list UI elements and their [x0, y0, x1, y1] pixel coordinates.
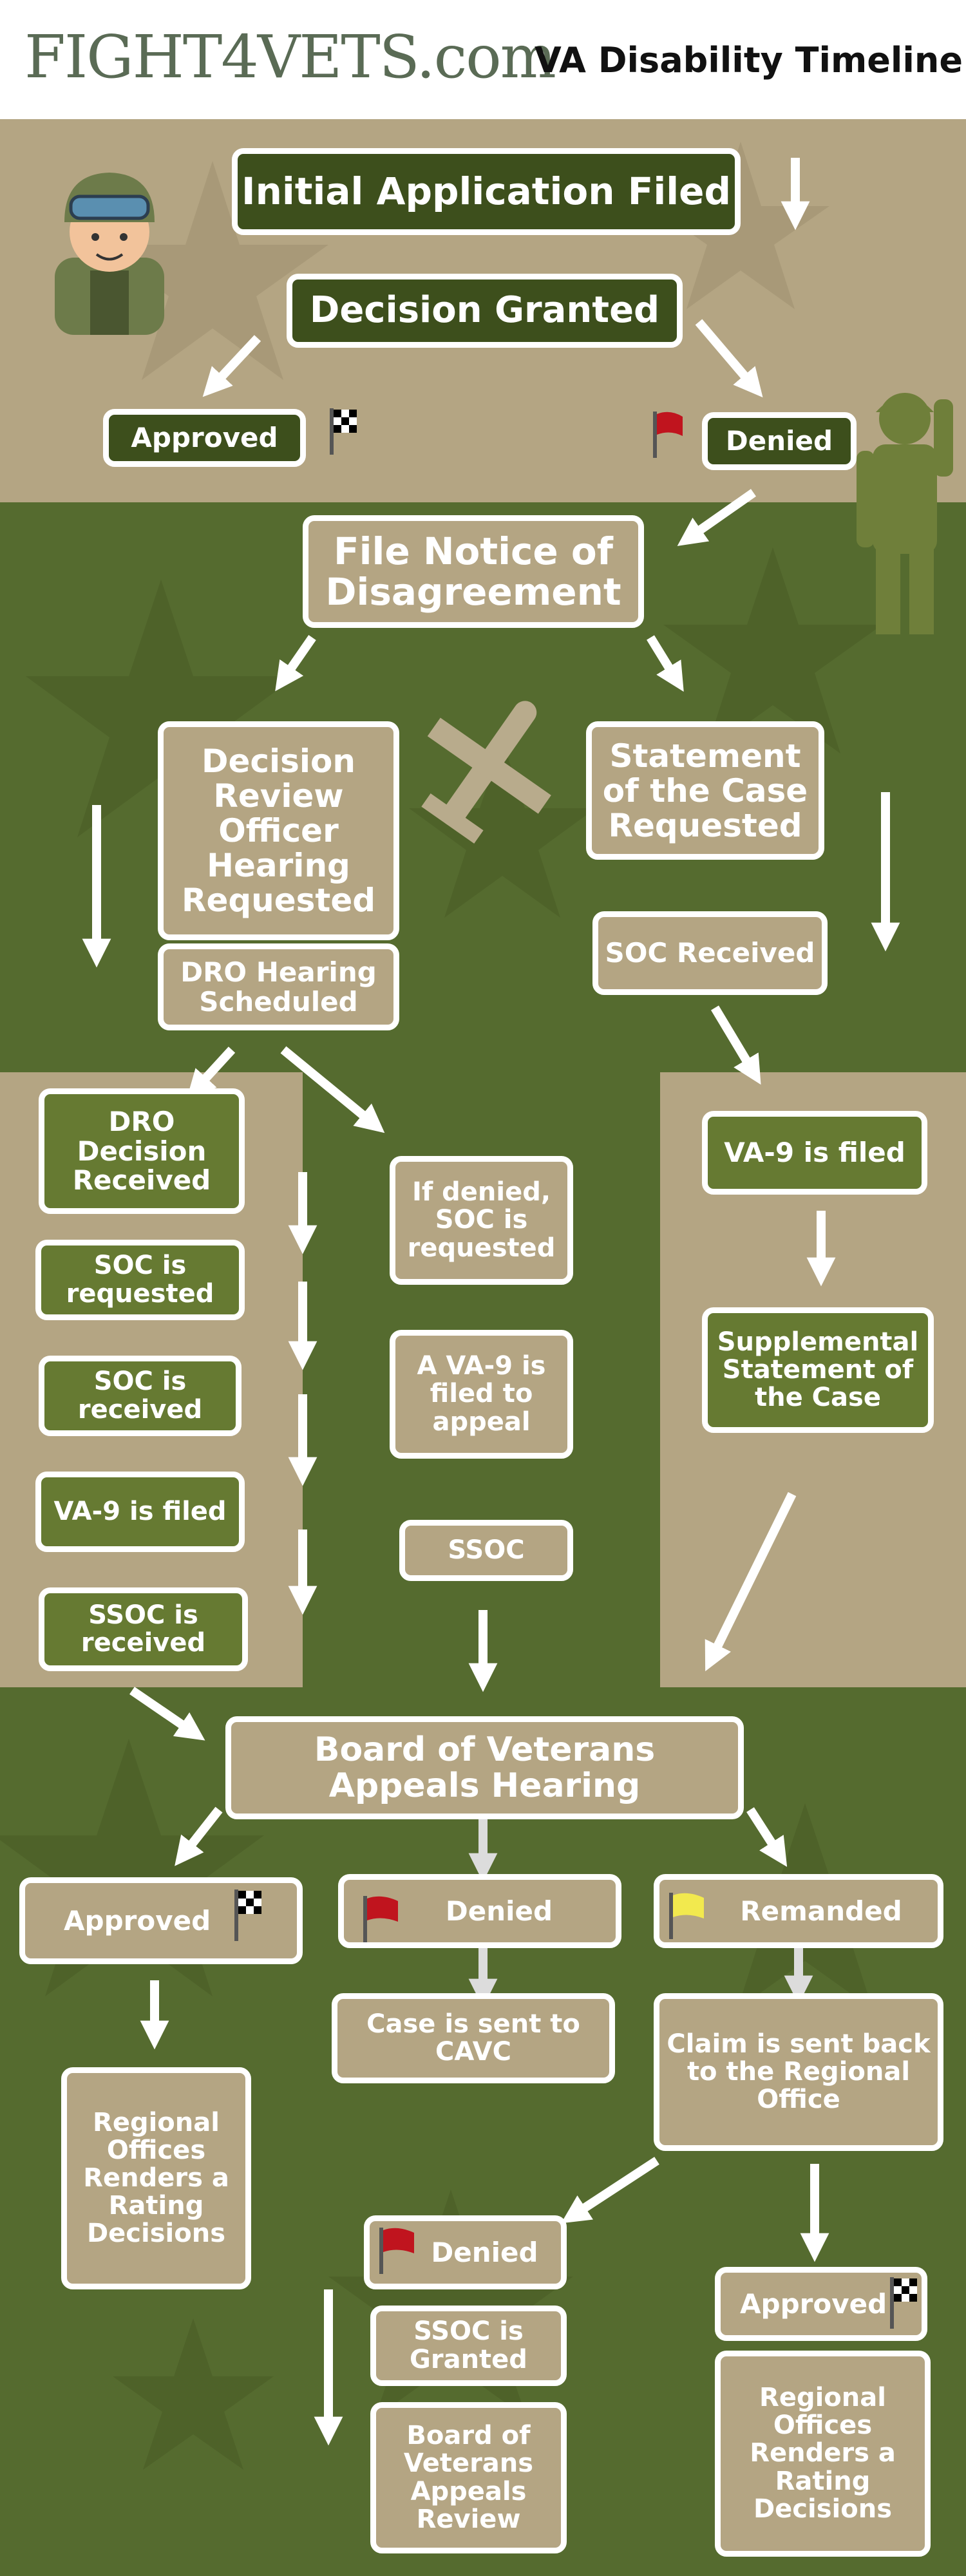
- regional-office-right-box: Regional Offices Renders a Rating Decisi…: [715, 2351, 931, 2557]
- soc-received-main-label: SOC Received: [605, 937, 815, 969]
- case-to-cavc-box: Case is sent to CAVC: [332, 1993, 615, 2083]
- right-va9-filed-label: VA-9 is filed: [724, 1137, 905, 1169]
- left-ssoc-received-label: SSOC is received: [80, 1600, 206, 1658]
- ssoc-granted-label: SSOC is Granted: [410, 2316, 527, 2374]
- right-va9-filed-box: VA-9 is filed: [702, 1111, 927, 1195]
- soc-received-main-box: SOC Received: [592, 911, 828, 995]
- checkered-flag-icon: [890, 2277, 917, 2329]
- regional-office-left-box: Regional Offices Renders a Rating Decisi…: [61, 2067, 251, 2289]
- dro-hearing-requested-label: Decision Review Officer Hearing Requeste…: [181, 743, 376, 919]
- ssoc-granted-box: SSOC is Granted: [370, 2306, 567, 2386]
- yellow-flag-icon: [669, 1893, 704, 1939]
- bva-review-box: Board of Veterans Appeals Review: [370, 2402, 567, 2553]
- notice-disagreement-box: File Notice of Disagreement: [303, 515, 644, 628]
- initial-application-box: Initial Application Filed: [232, 148, 741, 235]
- soc-requested-main-label: Statement of the Case Requested: [602, 737, 808, 844]
- mid-if-denied-box: If denied, SOC is requested: [390, 1156, 573, 1285]
- bva-denied-label: Denied: [445, 1895, 553, 1927]
- red-flag-icon: [653, 412, 683, 458]
- case-to-cavc-label: Case is sent to CAVC: [366, 2009, 580, 2067]
- mid-va9-appeal-label: A VA-9 is filed to appeal: [417, 1351, 546, 1437]
- dro-hearing-requested-box: Decision Review Officer Hearing Requeste…: [158, 721, 399, 940]
- red-flag-icon: [363, 1896, 398, 1942]
- soc-requested-main-box: Statement of the Case Requested: [586, 721, 824, 860]
- bva-remanded-label: Remanded: [740, 1895, 902, 1927]
- regional-office-left-label: Regional Offices Renders a Rating Decisi…: [83, 2107, 229, 2249]
- mid-ssoc-box: SSOC: [399, 1520, 573, 1581]
- red-flag-icon: [379, 2228, 414, 2274]
- dro-decision-received-label: DRO Decision Received: [72, 1106, 211, 1197]
- decision-granted-box: Decision Granted: [287, 274, 683, 348]
- left-soc-received-box: SOC is received: [39, 1356, 242, 1436]
- mid-if-denied-label: If denied, SOC is requested: [407, 1177, 556, 1263]
- mid-ssoc-label: SSOC: [448, 1535, 525, 1565]
- bva-hearing-box: Board of Veterans Appeals Hearing: [225, 1716, 744, 1819]
- dro-hearing-scheduled-label: DRO Hearing Scheduled: [180, 956, 377, 1018]
- left-soc-requested-label: SOC is requested: [66, 1251, 214, 1309]
- approved-box-1: Approved: [103, 409, 306, 467]
- regional-office-right-label: Regional Offices Renders a Rating Decisi…: [750, 2383, 896, 2524]
- left-va9-filed-box: VA-9 is filed: [35, 1472, 245, 1552]
- remand-denied-box: Denied: [364, 2215, 567, 2289]
- bva-approved-box: Approved: [19, 1877, 303, 1964]
- left-soc-requested-box: SOC is requested: [35, 1240, 245, 1320]
- claim-sent-back-box: Claim is sent back to the Regional Offic…: [654, 1993, 943, 2151]
- right-supplemental-label: Supplemental Statement of the Case: [717, 1327, 919, 1413]
- left-ssoc-received-box: SSOC is received: [39, 1587, 248, 1671]
- mid-va9-appeal-box: A VA-9 is filed to appeal: [390, 1330, 573, 1459]
- dro-decision-received-box: DRO Decision Received: [39, 1088, 245, 1214]
- header-band: [0, 0, 966, 119]
- denied-label-1: Denied: [725, 425, 833, 457]
- bva-approved-label: Approved: [64, 1904, 211, 1937]
- right-supplemental-box: Supplemental Statement of the Case: [702, 1307, 934, 1433]
- page-title: VA Disability Timeline: [535, 40, 963, 80]
- claim-sent-back-label: Claim is sent back to the Regional Offic…: [667, 2029, 931, 2115]
- notice-disagreement-label: File Notice of Disagreement: [325, 529, 621, 614]
- bva-review-label: Board of Veterans Appeals Review: [403, 2421, 534, 2534]
- left-soc-received-label: SOC is received: [77, 1367, 203, 1425]
- checkered-flag-icon: [330, 408, 357, 455]
- left-va9-filed-label: VA-9 is filed: [53, 1496, 227, 1526]
- remand-denied-label: Denied: [431, 2236, 538, 2268]
- denied-box-1: Denied: [702, 412, 857, 470]
- initial-application-label: Initial Application Filed: [242, 169, 731, 214]
- logo: FIGHT4VETS.com: [24, 23, 556, 91]
- dro-hearing-scheduled-box: DRO Hearing Scheduled: [158, 943, 399, 1030]
- approved-label-1: Approved: [131, 422, 278, 454]
- decision-granted-label: Decision Granted: [309, 289, 660, 332]
- remand-approved-label: Approved: [740, 2287, 887, 2320]
- bva-hearing-label: Board of Veterans Appeals Hearing: [314, 1730, 656, 1805]
- checkered-flag-icon: [234, 1889, 261, 1941]
